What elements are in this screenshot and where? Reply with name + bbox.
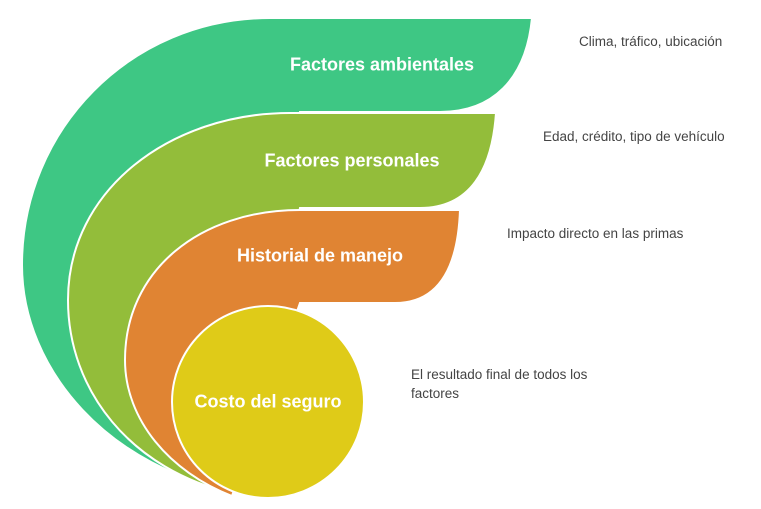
label-personal: Factores personales — [264, 150, 440, 171]
note-insurance-cost: El resultado final de todos los factores — [411, 367, 588, 401]
label-environmental: Factores ambientales — [289, 54, 475, 75]
label-driving-history: Historial de manejo — [236, 245, 404, 266]
layer-insurance-cost-shape — [171, 305, 365, 499]
note-personal: Edad, crédito, tipo de vehículo — [543, 129, 725, 144]
note-environmental: Clima, tráfico, ubicación — [579, 34, 723, 49]
note-driving-history: Impacto directo en las primas — [507, 226, 684, 241]
label-insurance-cost: Costo del seguro — [194, 391, 342, 412]
